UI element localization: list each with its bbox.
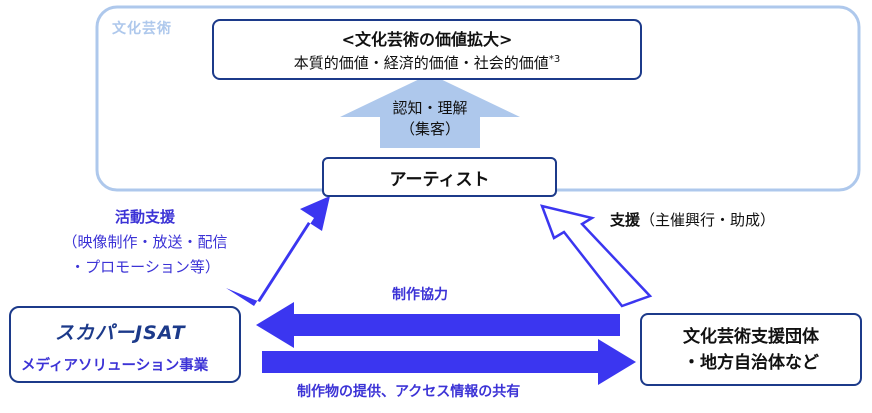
culture-value-subtitle: 本質的価値・経済的価値・社会的価値 <box>293 54 549 72</box>
activity-support-line2: ・プロモーション等） <box>70 258 220 276</box>
recognition-line2: （集客） <box>399 120 460 138</box>
recognition-line1: 認知・理解 <box>392 99 468 117</box>
skyperfect-logo-text: スカパーJSAT <box>55 322 186 344</box>
culture-group-label: 文化芸術 <box>112 21 172 37</box>
provision-arrow <box>262 339 636 385</box>
culture-value-subtitle-line: 本質的価値・経済的価値・社会的価値*3 <box>294 52 560 73</box>
support-arrow <box>540 204 653 308</box>
artist-label: アーティスト <box>389 169 490 190</box>
organizations-line2: ・地方自治体など <box>683 352 819 373</box>
culture-value-box: <文化芸術の価値拡大> 本質的価値・経済的価値・社会的価値*3 <box>212 19 642 80</box>
culture-value-title: <文化芸術の価値拡大> <box>341 30 513 49</box>
support-title: 支援 <box>610 211 641 229</box>
recognition-arrow <box>340 74 520 148</box>
skyperfect-box: スカパーJSAT メディアソリューション事業 <box>9 306 241 383</box>
activity-support-text: 活動支援 （映像制作・放送・配信 ・プロモーション等） <box>50 205 240 280</box>
support-detail: （主催興行・助成） <box>640 211 776 229</box>
footnote-marker: *3 <box>548 54 561 65</box>
activity-support-title: 活動支援 <box>114 208 175 226</box>
organizations-line1: 文化芸術支援団体 <box>683 326 819 347</box>
support-text: 支援（主催興行・助成） <box>610 209 775 230</box>
activity-support-arrow <box>226 196 330 306</box>
organizations-box: 文化芸術支援団体 ・地方自治体など <box>640 313 862 386</box>
recognition-label: 認知・理解 （集客） <box>380 98 480 140</box>
artist-box: アーティスト <box>322 157 557 197</box>
skyperfect-division: メディアソリューション事業 <box>21 358 209 374</box>
provision-label: 制作物の提供、アクセス情報の共有 <box>297 384 521 400</box>
production-cooperation-label: 制作協力 <box>392 287 448 303</box>
activity-support-line1: （映像制作・放送・配信 <box>62 233 228 251</box>
production-cooperation-arrow <box>256 302 620 348</box>
